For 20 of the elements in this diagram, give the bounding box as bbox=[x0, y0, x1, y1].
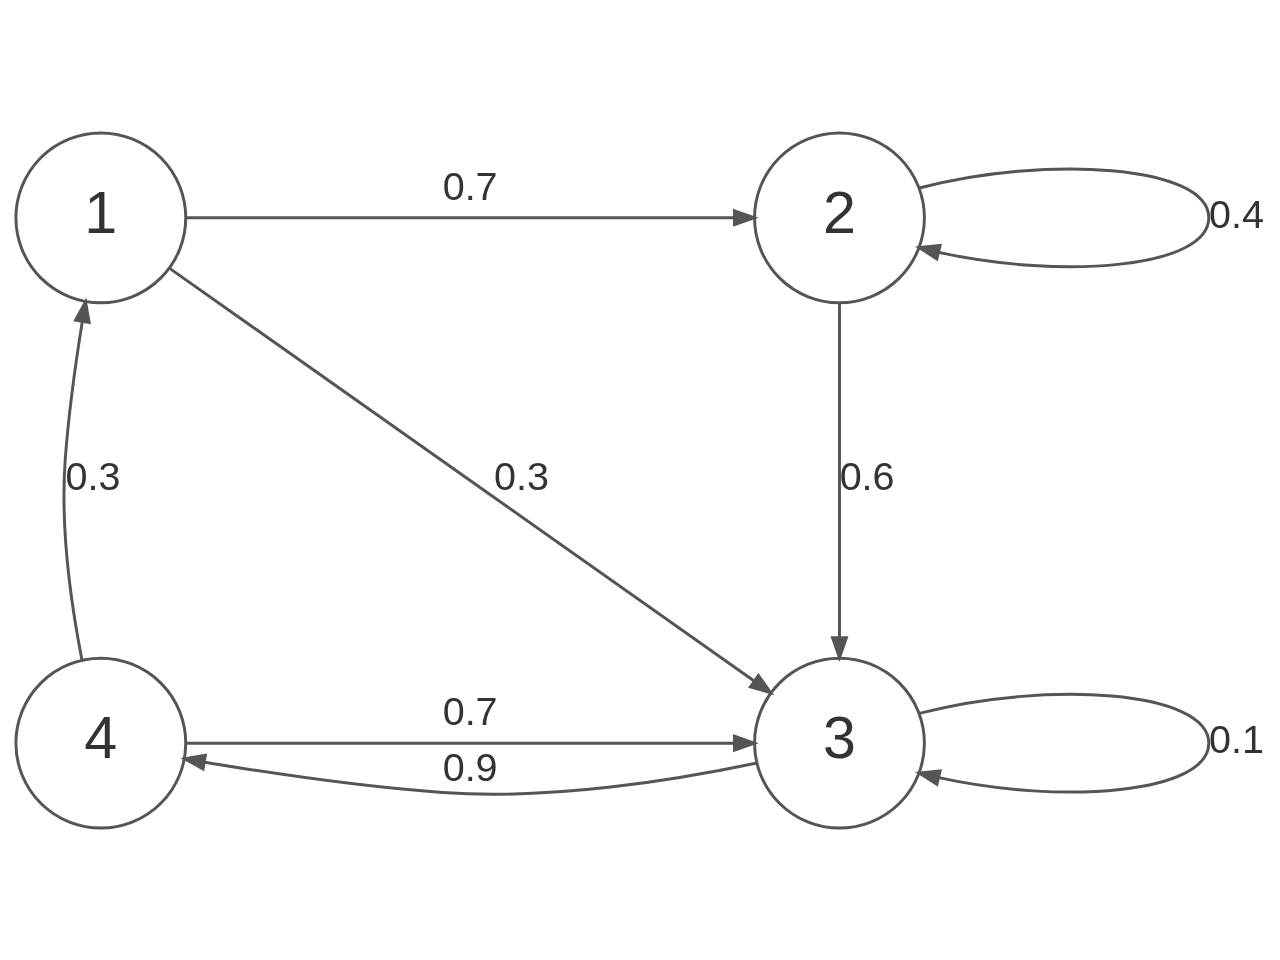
edge-label: 0.3 bbox=[65, 453, 121, 498]
edge-label: 0.6 bbox=[839, 453, 895, 498]
arrow bbox=[62, 296, 91, 660]
node-circle: 1 bbox=[14, 130, 188, 304]
arrow bbox=[168, 266, 775, 695]
edge-label: 0.1 bbox=[1208, 716, 1264, 761]
edge-label: 0.7 bbox=[442, 163, 498, 208]
arrow bbox=[914, 692, 1211, 793]
arrow bbox=[180, 752, 758, 796]
edge-label: 0.7 bbox=[442, 688, 498, 733]
edge-label: 0.9 bbox=[442, 744, 498, 789]
arrow bbox=[186, 733, 759, 752]
node-circle: 2 bbox=[753, 130, 926, 304]
edge-label: 0.4 bbox=[1208, 191, 1264, 236]
arrow bbox=[186, 208, 759, 227]
node-circle: 3 bbox=[753, 656, 926, 830]
edge-label: 0.3 bbox=[494, 453, 549, 498]
arrow bbox=[830, 302, 849, 662]
node-circle: 4 bbox=[14, 656, 188, 830]
arrow bbox=[914, 167, 1211, 268]
